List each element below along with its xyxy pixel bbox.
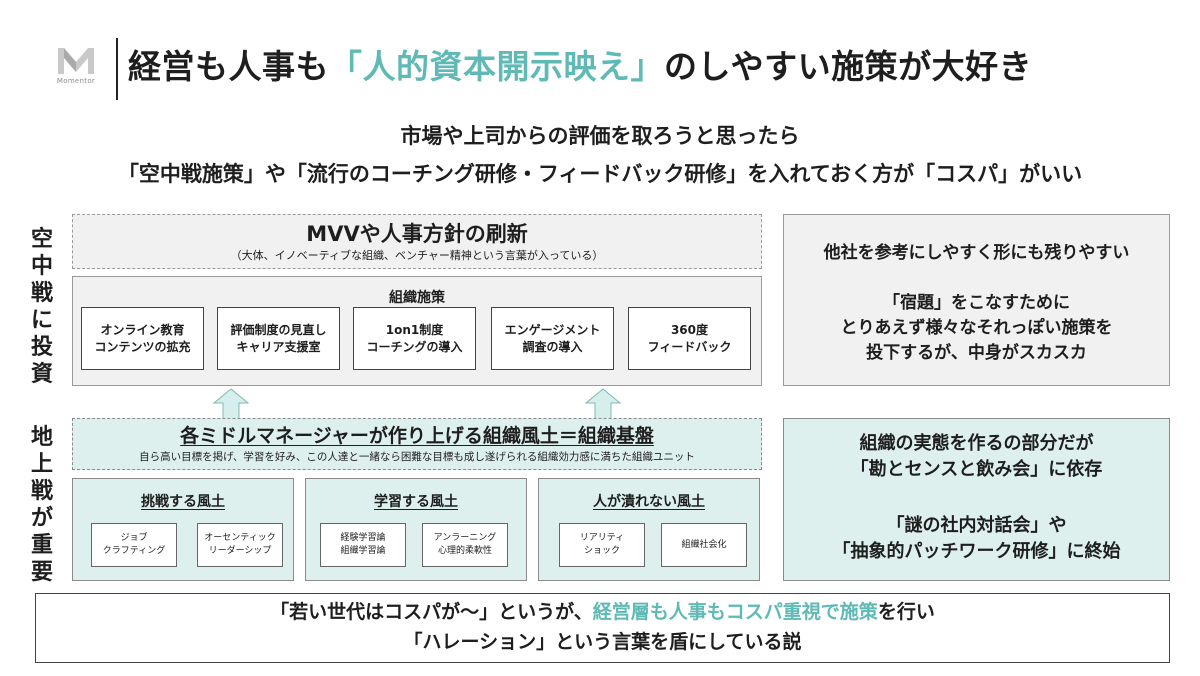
side-label-char: 要 [30, 560, 53, 585]
culture-title: 人が潰れない風土 [593, 494, 705, 510]
culture-title: 学習する風土 [374, 494, 458, 510]
side-label-ground-war: 地 上 戦 が 重 要 [22, 424, 62, 586]
culture-item-line: ジョブ [120, 533, 148, 543]
culture-item-line: クラフティング [102, 546, 166, 556]
culture-item: 組織社会化 [661, 523, 747, 567]
culture-item: オーセンティックリーダーシップ [197, 523, 283, 567]
culture-item-line: オーセンティック [204, 533, 276, 543]
logo-mark-icon [58, 48, 94, 74]
culture-box-learning: 学習する風土 経験学習論組織学習論 アンラーニング心理的柔軟性 [305, 478, 527, 581]
side-label-char: 戦 [30, 281, 53, 306]
mvv-subtitle: （大体、イノベーティブな組織、ベンチャー精神という言葉が入っている） [230, 249, 604, 262]
side-label-char: 資 [30, 362, 53, 387]
subtitle-line-1: 市場や上司からの評価を取ろうと思ったら [400, 124, 800, 148]
logo-text: Momentor [56, 77, 96, 85]
right-box-line: 「謎の社内対話会」や [886, 515, 1067, 536]
initiative-card-evaluation: 評価制度の見直しキャリア支援室 [217, 307, 340, 370]
initiative-line: オンライン教育 [100, 322, 185, 337]
right-box-ground-war: 組織の実態を作るの部分だが 「勘とセンスと飲み会」に依存 「謎の社内対話会」や … [783, 418, 1170, 581]
side-label-char: 戦 [30, 479, 53, 504]
up-arrow-icon [213, 388, 249, 420]
middle-manager-title: 各ミドルマネージャーが作り上げる組織風土＝組織基盤 [73, 423, 761, 449]
culture-box-challenge: 挑戦する風土 ジョブクラフティング オーセンティックリーダーシップ [72, 478, 294, 581]
org-initiatives-title: 組織施策 [389, 290, 445, 306]
initiative-line: フィードバック [647, 339, 732, 354]
initiative-line: 調査の導入 [522, 339, 583, 354]
side-label-char: 空 [30, 227, 53, 252]
culture-item: ジョブクラフティング [91, 523, 177, 567]
mvv-box: MVVや人事方針の刷新 （大体、イノベーティブな組織、ベンチャー精神という言葉が… [72, 214, 762, 269]
culture-title: 挑戦する風土 [141, 494, 225, 510]
culture-item: 経験学習論組織学習論 [320, 523, 406, 567]
right-box-line: 組織の実態を作るの部分だが [859, 433, 1094, 454]
culture-box-no-burnout: 人が潰れない風土 リアリティショック 組織社会化 [538, 478, 760, 581]
right-box-line: 「抽象的パッチワーク研修」に終始 [832, 541, 1121, 562]
title-divider [116, 38, 118, 100]
side-label-char: 地 [30, 425, 53, 450]
culture-item-line: 経験学習論 [340, 533, 386, 543]
side-label-char: 上 [30, 452, 53, 477]
initiative-line: 360度 [670, 322, 709, 337]
initiative-line: エンゲージメント [504, 322, 601, 337]
right-box-line: 他社を参考にしやすく形にも残りやすい [823, 243, 1130, 263]
initiative-card-online-education: オンライン教育コンテンツの拡充 [81, 307, 204, 370]
title-highlight: 「人的資本開示映え」 [329, 47, 664, 86]
side-label-char: 投 [30, 335, 53, 360]
culture-item-line: 組織学習論 [340, 546, 386, 556]
culture-item-line: ショック [583, 546, 620, 556]
right-box-line: とりあえず様々なそれっぽい施策を [840, 318, 1113, 338]
momentor-logo: Momentor [52, 44, 100, 94]
conclusion-text: を行い [877, 601, 935, 623]
side-label-air-war: 空 中 戦 に 投 資 [22, 226, 62, 388]
initiative-line: コンテンツの拡充 [94, 339, 191, 354]
right-box-air-war: 他社を参考にしやすく形にも残りやすい 「宿題」をこなすために とりあえず様々なそ… [783, 214, 1170, 386]
slide-title: 経営も人事も「人的資本開示映え」のしやすい施策が大好き [128, 44, 1032, 90]
initiative-line: キャリア支援室 [236, 339, 321, 354]
conclusion-box: 「若い世代はコスパが〜」というが、経営層も人事もコスパ重視で施策を行い 「ハレー… [35, 593, 1170, 663]
middle-manager-title-text: 各ミドルマネージャーが作り上げる組織風土＝組織基盤 [180, 425, 654, 447]
culture-item-line: リアリティ [579, 533, 625, 543]
culture-item-line: 組織社会化 [681, 539, 727, 550]
side-label-char: に [30, 308, 53, 333]
conclusion-highlight: 経営層も人事もコスパ重視で施策 [592, 601, 878, 623]
culture-item: アンラーニング心理的柔軟性 [422, 523, 508, 567]
culture-item-line: 心理的柔軟性 [437, 546, 492, 556]
middle-manager-subtitle: 自ら高い目標を掲げ、学習を好み、この人達と一緒なら困難な目標も成し遂げられる組織… [139, 451, 695, 463]
culture-item-line: リーダーシップ [208, 546, 272, 556]
side-label-char: が [30, 506, 53, 531]
mvv-title: MVVや人事方針の刷新 [306, 222, 528, 246]
initiative-line: 評価制度の見直し [230, 322, 327, 337]
up-arrow-icon [585, 388, 621, 420]
initiative-card-360: 360度フィードバック [628, 307, 751, 370]
initiative-card-engagement: エンゲージメント調査の導入 [491, 307, 614, 370]
conclusion-line-1: 「若い世代はコスパが〜」というが、経営層も人事もコスパ重視で施策を行い [36, 597, 1169, 627]
title-before: 経営も人事も [128, 47, 329, 86]
title-after: のしやすい施策が大好き [664, 47, 1033, 86]
culture-item: リアリティショック [559, 523, 645, 567]
subtitle-line-2: 「空中戦施策」や「流行のコーチング研修・フィードバック研修」を入れておく方が「コ… [117, 162, 1083, 186]
right-box-line: 「宿題」をこなすために [883, 293, 1070, 313]
conclusion-line-2: 「ハレーション」という言葉を盾にしている説 [403, 631, 802, 653]
middle-manager-box: 各ミドルマネージャーが作り上げる組織風土＝組織基盤 自ら高い目標を掲げ、学習を好… [72, 418, 762, 470]
culture-item-line: アンラーニング [433, 533, 497, 543]
initiative-line: コーチングの導入 [366, 339, 463, 354]
right-box-line: 投下するが、中身がスカスカ [866, 343, 1087, 363]
initiative-card-1on1: 1on1制度コーチングの導入 [353, 307, 476, 370]
initiative-line: 1on1制度 [385, 322, 444, 337]
conclusion-text: 「若い世代はコスパが〜」というが、 [270, 601, 593, 623]
side-label-char: 中 [30, 254, 53, 279]
side-label-char: 重 [30, 533, 53, 558]
right-box-line: 「勘とセンスと飲み会」に依存 [850, 459, 1103, 480]
